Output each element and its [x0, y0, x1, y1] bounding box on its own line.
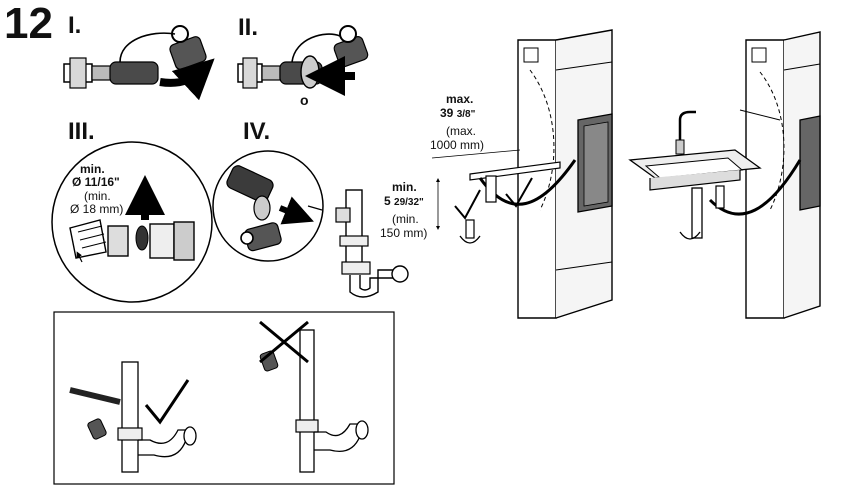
step-number: 12: [4, 0, 53, 48]
panel-iii-dim-title: min.: [80, 162, 105, 176]
max-dim-alt2: 1000 mm): [430, 138, 485, 152]
panel-label-i: I.: [68, 12, 82, 39]
panel-iii-dim-alt2: Ø 18 mm): [70, 202, 124, 216]
panel-ii-marker: o: [300, 92, 309, 108]
panel-label-ii: II.: [238, 14, 259, 41]
min-dim-whole: 5: [384, 194, 391, 208]
max-dim-frac: 3/8": [456, 109, 476, 120]
max-dim-whole: 39: [440, 106, 454, 120]
panel-iii-detail-circle: [51, 141, 213, 303]
panel-iii-dim-val: Ø 11/16": [72, 175, 120, 189]
max-dim-value: 39 3/8": [440, 106, 475, 122]
min-dim-frac: 29/32": [394, 197, 424, 208]
panel-ii-hose-illustration: [237, 25, 369, 96]
panel-iii-dim-main: min.: [80, 162, 105, 176]
bottom-inset-box: [53, 311, 395, 485]
min-dim-alt2: 150 mm): [380, 226, 428, 240]
min-dim-title-text: min.: [392, 180, 417, 194]
cabinet-scene-right: [628, 31, 821, 319]
panel-label-iii: III.: [68, 118, 95, 145]
min-dim-alt1: (min.: [392, 212, 419, 226]
panel-iv-detail-circle: [212, 150, 324, 262]
panel-iii-dim-value: Ø 11/16": [72, 175, 120, 189]
max-dim-title: max.: [446, 92, 473, 106]
panel-label-iv: IV.: [243, 118, 271, 145]
panel-iii-dim-alt1: (min.: [84, 189, 111, 203]
center-siphon: [335, 189, 409, 298]
max-dim-title-text: max.: [446, 92, 474, 106]
cabinet-scene-left: [431, 29, 613, 319]
panel-i-hose-illustration: [63, 25, 215, 101]
max-dim-alt1: (max.: [446, 124, 476, 138]
min-dim-title: min.: [392, 180, 417, 194]
min-dim-value: 5 29/32": [384, 194, 424, 210]
